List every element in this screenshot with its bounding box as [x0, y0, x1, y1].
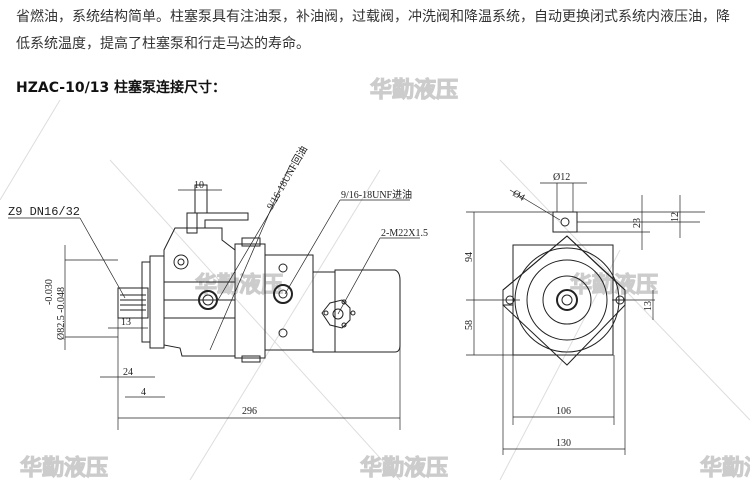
dim-23: 23: [632, 218, 643, 228]
dim-13: 13: [643, 301, 654, 311]
front-dimension-lines: [466, 182, 705, 455]
dim-130: 130: [556, 438, 571, 449]
watermark: 华勤液压: [700, 455, 750, 480]
dim-58: 58: [464, 320, 475, 330]
dia-4-dim: Ø4: [511, 188, 527, 204]
inlet-port-label: 9/16-18UNF进油: [341, 188, 412, 201]
tolerance-upper: -0.030: [44, 279, 55, 305]
intro-paragraph: 省燃油，系统结构简单。柱塞泵具有注油泵，补油阀，过载阀，冲洗阀和降温系统，自动更…: [16, 9, 730, 52]
dim-106: 106: [556, 406, 571, 417]
watermark: 华勤液压: [195, 272, 283, 298]
tolerance-lower: Ø82.5 -0.048: [56, 287, 67, 340]
shaft-13-dim: 13: [121, 317, 131, 328]
watermark: 华勤液压: [360, 455, 448, 480]
total-length-dim: 296: [242, 406, 257, 417]
mount-thread-label: 2-M22X1.5: [381, 228, 428, 239]
dim-12: 12: [670, 212, 681, 222]
return-port-label: 9/16-18UNF回油: [263, 143, 310, 211]
side-dimension-lines: [8, 164, 420, 430]
handle-width-dim: 10: [194, 180, 204, 191]
pump-side-view: [117, 184, 401, 363]
section-heading: HZAC-10/13 柱塞泵连接尺寸：: [16, 80, 227, 96]
spline-label: Z9 DN16/32: [8, 205, 80, 219]
dim-4: 4: [141, 387, 146, 398]
watermark: 华勤液压: [570, 272, 658, 298]
watermarks: 华勤液压 华勤液压 华勤液压 华勤液压 华勤液压 华勤液压: [20, 77, 750, 480]
dia-12-dim: Ø12: [553, 172, 570, 183]
watermark: 华勤液压: [370, 77, 458, 103]
dim-94: 94: [464, 252, 475, 262]
watermark: 华勤液压: [20, 455, 108, 480]
dim-24: 24: [123, 367, 133, 378]
